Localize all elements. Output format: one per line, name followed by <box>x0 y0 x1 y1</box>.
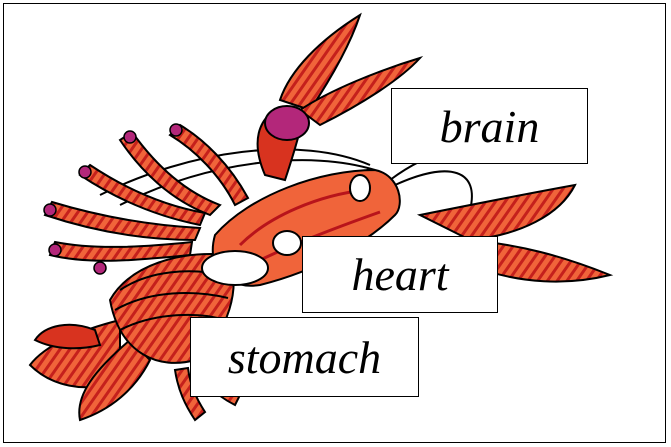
heart-organ <box>273 231 301 255</box>
heart-label: heart <box>302 236 498 313</box>
stomach-organ <box>202 251 268 285</box>
brain-label: brain <box>391 88 588 164</box>
brain-organ <box>350 175 370 201</box>
stomach-label: stomach <box>190 317 419 397</box>
